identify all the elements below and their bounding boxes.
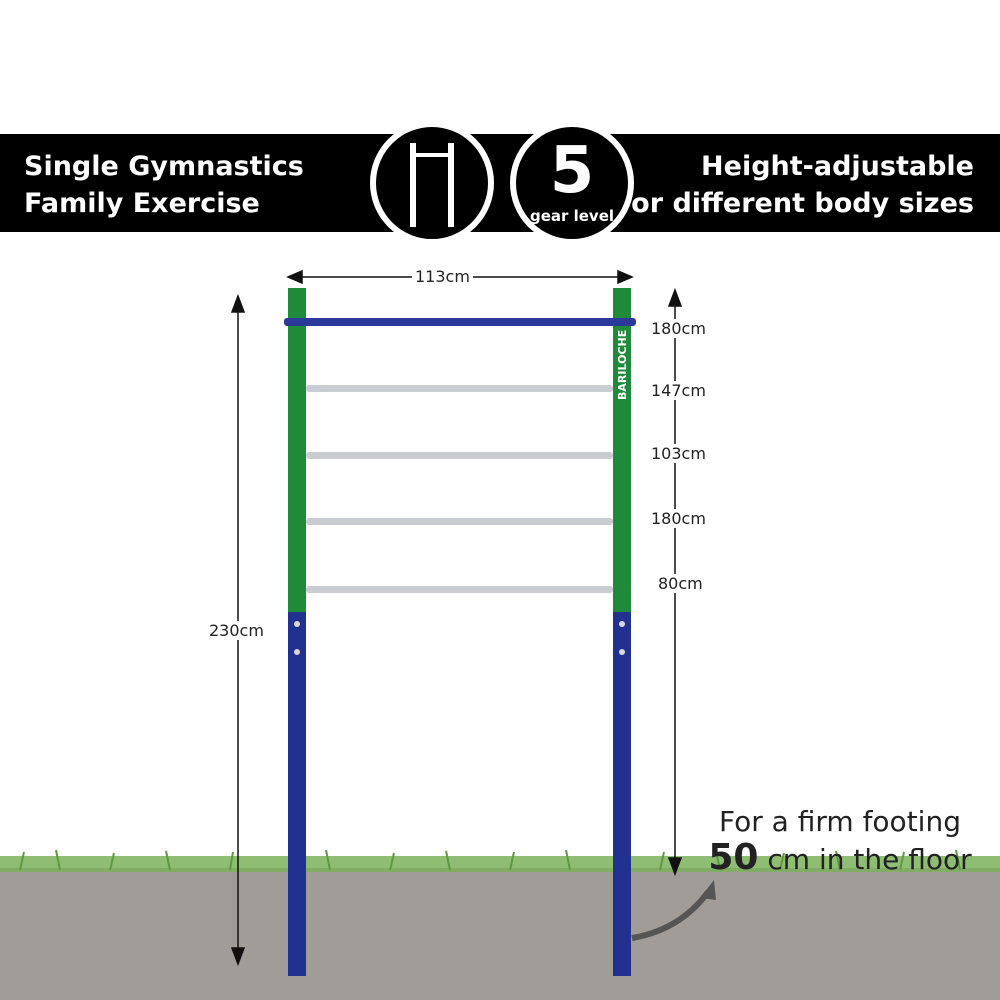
banner-left-line1: Single Gymnastics xyxy=(24,151,304,182)
footing-line2-rest: cm in the floor xyxy=(758,843,972,876)
banner-right-text: Height-adjustable for different body siz… xyxy=(619,148,974,222)
brand-label: BARILOCHE xyxy=(616,330,629,400)
footing-line1: For a firm footing xyxy=(719,805,961,838)
gear-label: gear level xyxy=(529,207,615,225)
banner-right-line1: Height-adjustable xyxy=(701,151,974,182)
pull-up-bar-badge xyxy=(370,121,494,245)
left-post-upper xyxy=(288,288,306,614)
pull-up-bar-icon xyxy=(410,143,454,227)
grass xyxy=(0,856,1000,872)
footing-line2: 50 cm in the floor xyxy=(700,840,980,878)
level-label-2: 147cm xyxy=(648,381,709,400)
grass-blades xyxy=(19,849,961,871)
banner-right-line2: for different body sizes xyxy=(619,188,974,219)
ground xyxy=(0,868,1000,1000)
level-label-5: 80cm xyxy=(655,574,706,593)
level-label-4: 180cm xyxy=(648,509,709,528)
bolts xyxy=(294,621,625,655)
rungs xyxy=(306,385,613,593)
level-label-1: 180cm xyxy=(648,319,709,338)
banner-left-text: Single Gymnastics Family Exercise xyxy=(24,148,304,222)
total-height-label: 230cm xyxy=(206,621,267,640)
level-label-3: 103cm xyxy=(648,444,709,463)
footing-arrow xyxy=(631,890,711,941)
width-label: 113cm xyxy=(412,267,473,286)
footing-note: For a firm footing 50 cm in the floor xyxy=(700,804,980,878)
gear-level-badge: 5 gear level xyxy=(510,121,634,245)
footing-arrow-head xyxy=(700,880,716,900)
header-banner xyxy=(0,134,1000,232)
gear-number: 5 xyxy=(549,134,595,208)
footing-amount: 50 xyxy=(708,837,759,878)
banner-left-line2: Family Exercise xyxy=(24,188,260,219)
right-post-upper xyxy=(613,288,631,614)
left-post-lower xyxy=(288,612,306,976)
top-bar xyxy=(284,318,636,326)
right-post-lower xyxy=(613,612,631,976)
